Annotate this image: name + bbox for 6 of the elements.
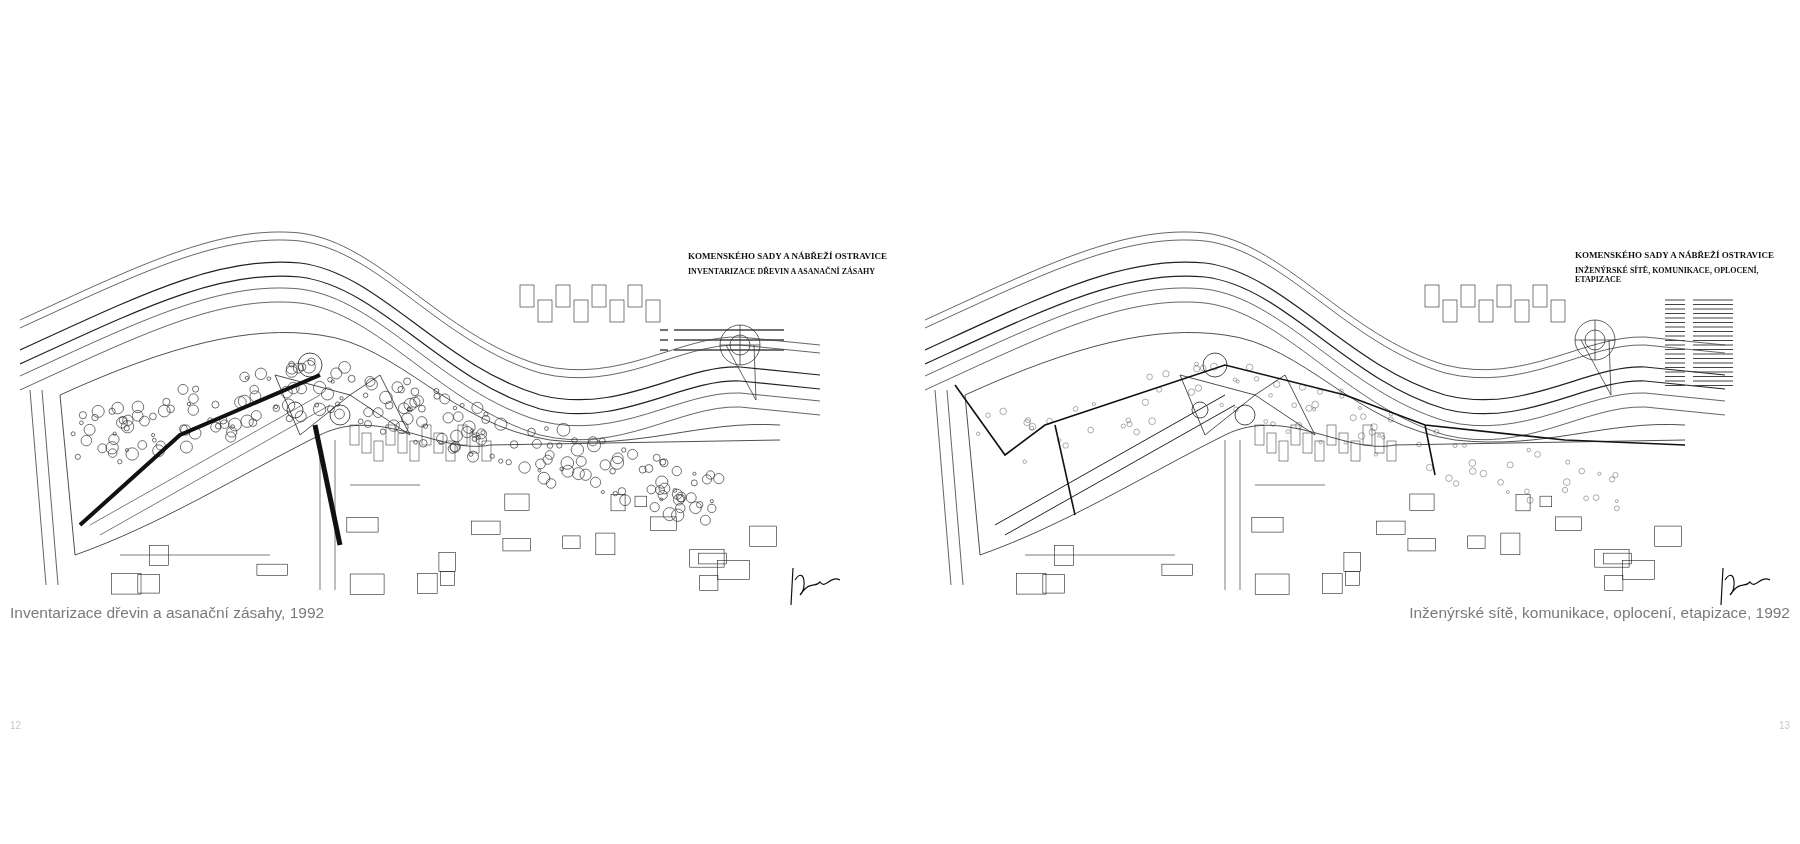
plan-subtitle: INŽENÝRSKÉ SÍTĚ, KOMUNIKACE, OPLOCENÍ, ETAPIZACE [1575,266,1760,284]
caption: Inventarizace dřevin a asanační zásahy, 1992 [10,604,325,622]
plan-title: KOMENSKÉHO SADY A NÁBŘEŽÍ OSTRAVICE [688,251,888,261]
plan-title: KOMENSKÉHO SADY A NÁBŘEŽÍ OSTRAVICE [1575,250,1775,260]
caption: Inženýrské sítě, komunikace, oplocení, etapizace, 1992 [1409,604,1790,622]
plan-subtitle: INVENTARIZACE DŘEVIN A ASANAČNÍ ZÁSAHY [688,267,876,276]
